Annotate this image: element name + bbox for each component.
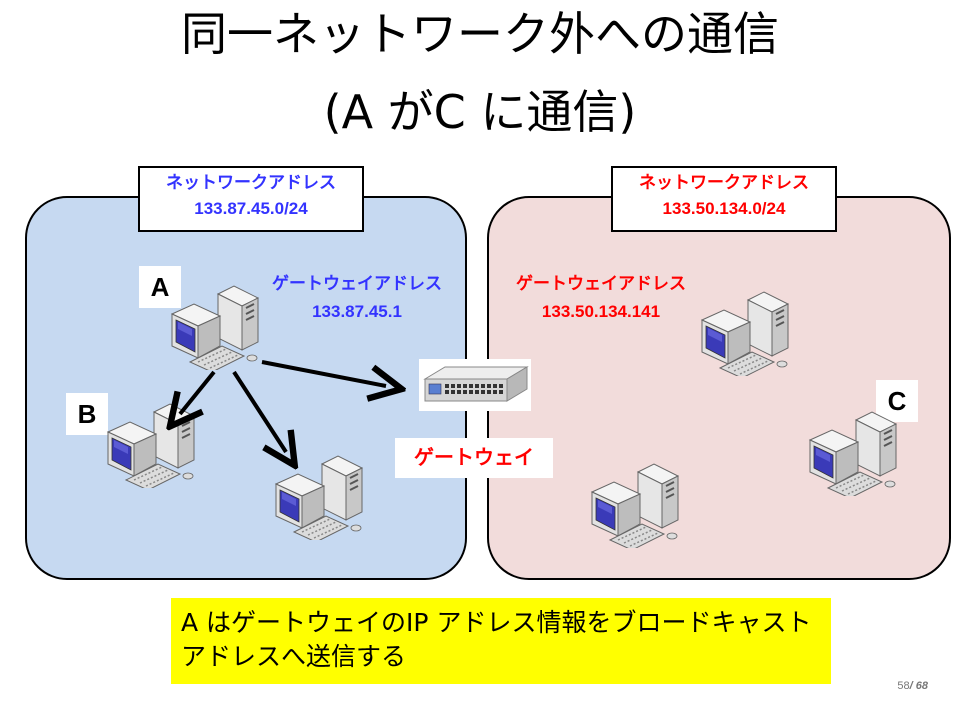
slide-title-line2: (A がC に通信): [323, 85, 637, 139]
network-c-address-box: ネットワークアドレス 133.50.134.0/24: [611, 166, 837, 232]
arrow-to-host-d: [232, 370, 286, 452]
network-c-gateway-title: ゲートウェイアドレス: [516, 274, 686, 293]
network-a-address-box: ネットワークアドレス 133.87.45.0/24: [138, 166, 364, 232]
host-c-label: C: [876, 380, 918, 422]
arrow-to-host-b: [180, 370, 216, 414]
network-c-address-title: ネットワークアドレス: [639, 173, 809, 192]
network-c-address: 133.50.134.0/24: [662, 199, 786, 218]
network-a-gateway-title: ゲートウェイアドレス: [272, 274, 442, 293]
arrow-to-gateway: [261, 360, 386, 386]
network-a-gateway-label: ゲートウェイアドレス 133.87.45.1: [246, 270, 468, 326]
host-a-label: A: [139, 266, 181, 308]
slide-title-line1: 同一ネットワーク外への通信: [181, 7, 779, 61]
network-a-gateway-address: 133.87.45.1: [312, 302, 402, 321]
page-total: / 68: [909, 680, 928, 692]
network-a-address: 133.87.45.0/24: [194, 199, 308, 218]
network-switch-icon: [423, 366, 529, 402]
gateway-label: ゲートウェイ: [395, 438, 553, 478]
network-a-address-title: ネットワークアドレス: [166, 173, 336, 192]
network-c-gateway-label: ゲートウェイアドレス 133.50.134.141: [490, 270, 712, 326]
host-b-label: B: [66, 393, 108, 435]
page-current: 58: [897, 680, 910, 692]
page-number: 58/ 68: [897, 680, 928, 692]
network-c-gateway-address: 133.50.134.141: [541, 302, 661, 321]
gateway-device: [419, 359, 531, 411]
explanation-note: A はゲートウェイのIP アドレス情報をブロードキャストアドレスへ送信する: [171, 598, 831, 684]
